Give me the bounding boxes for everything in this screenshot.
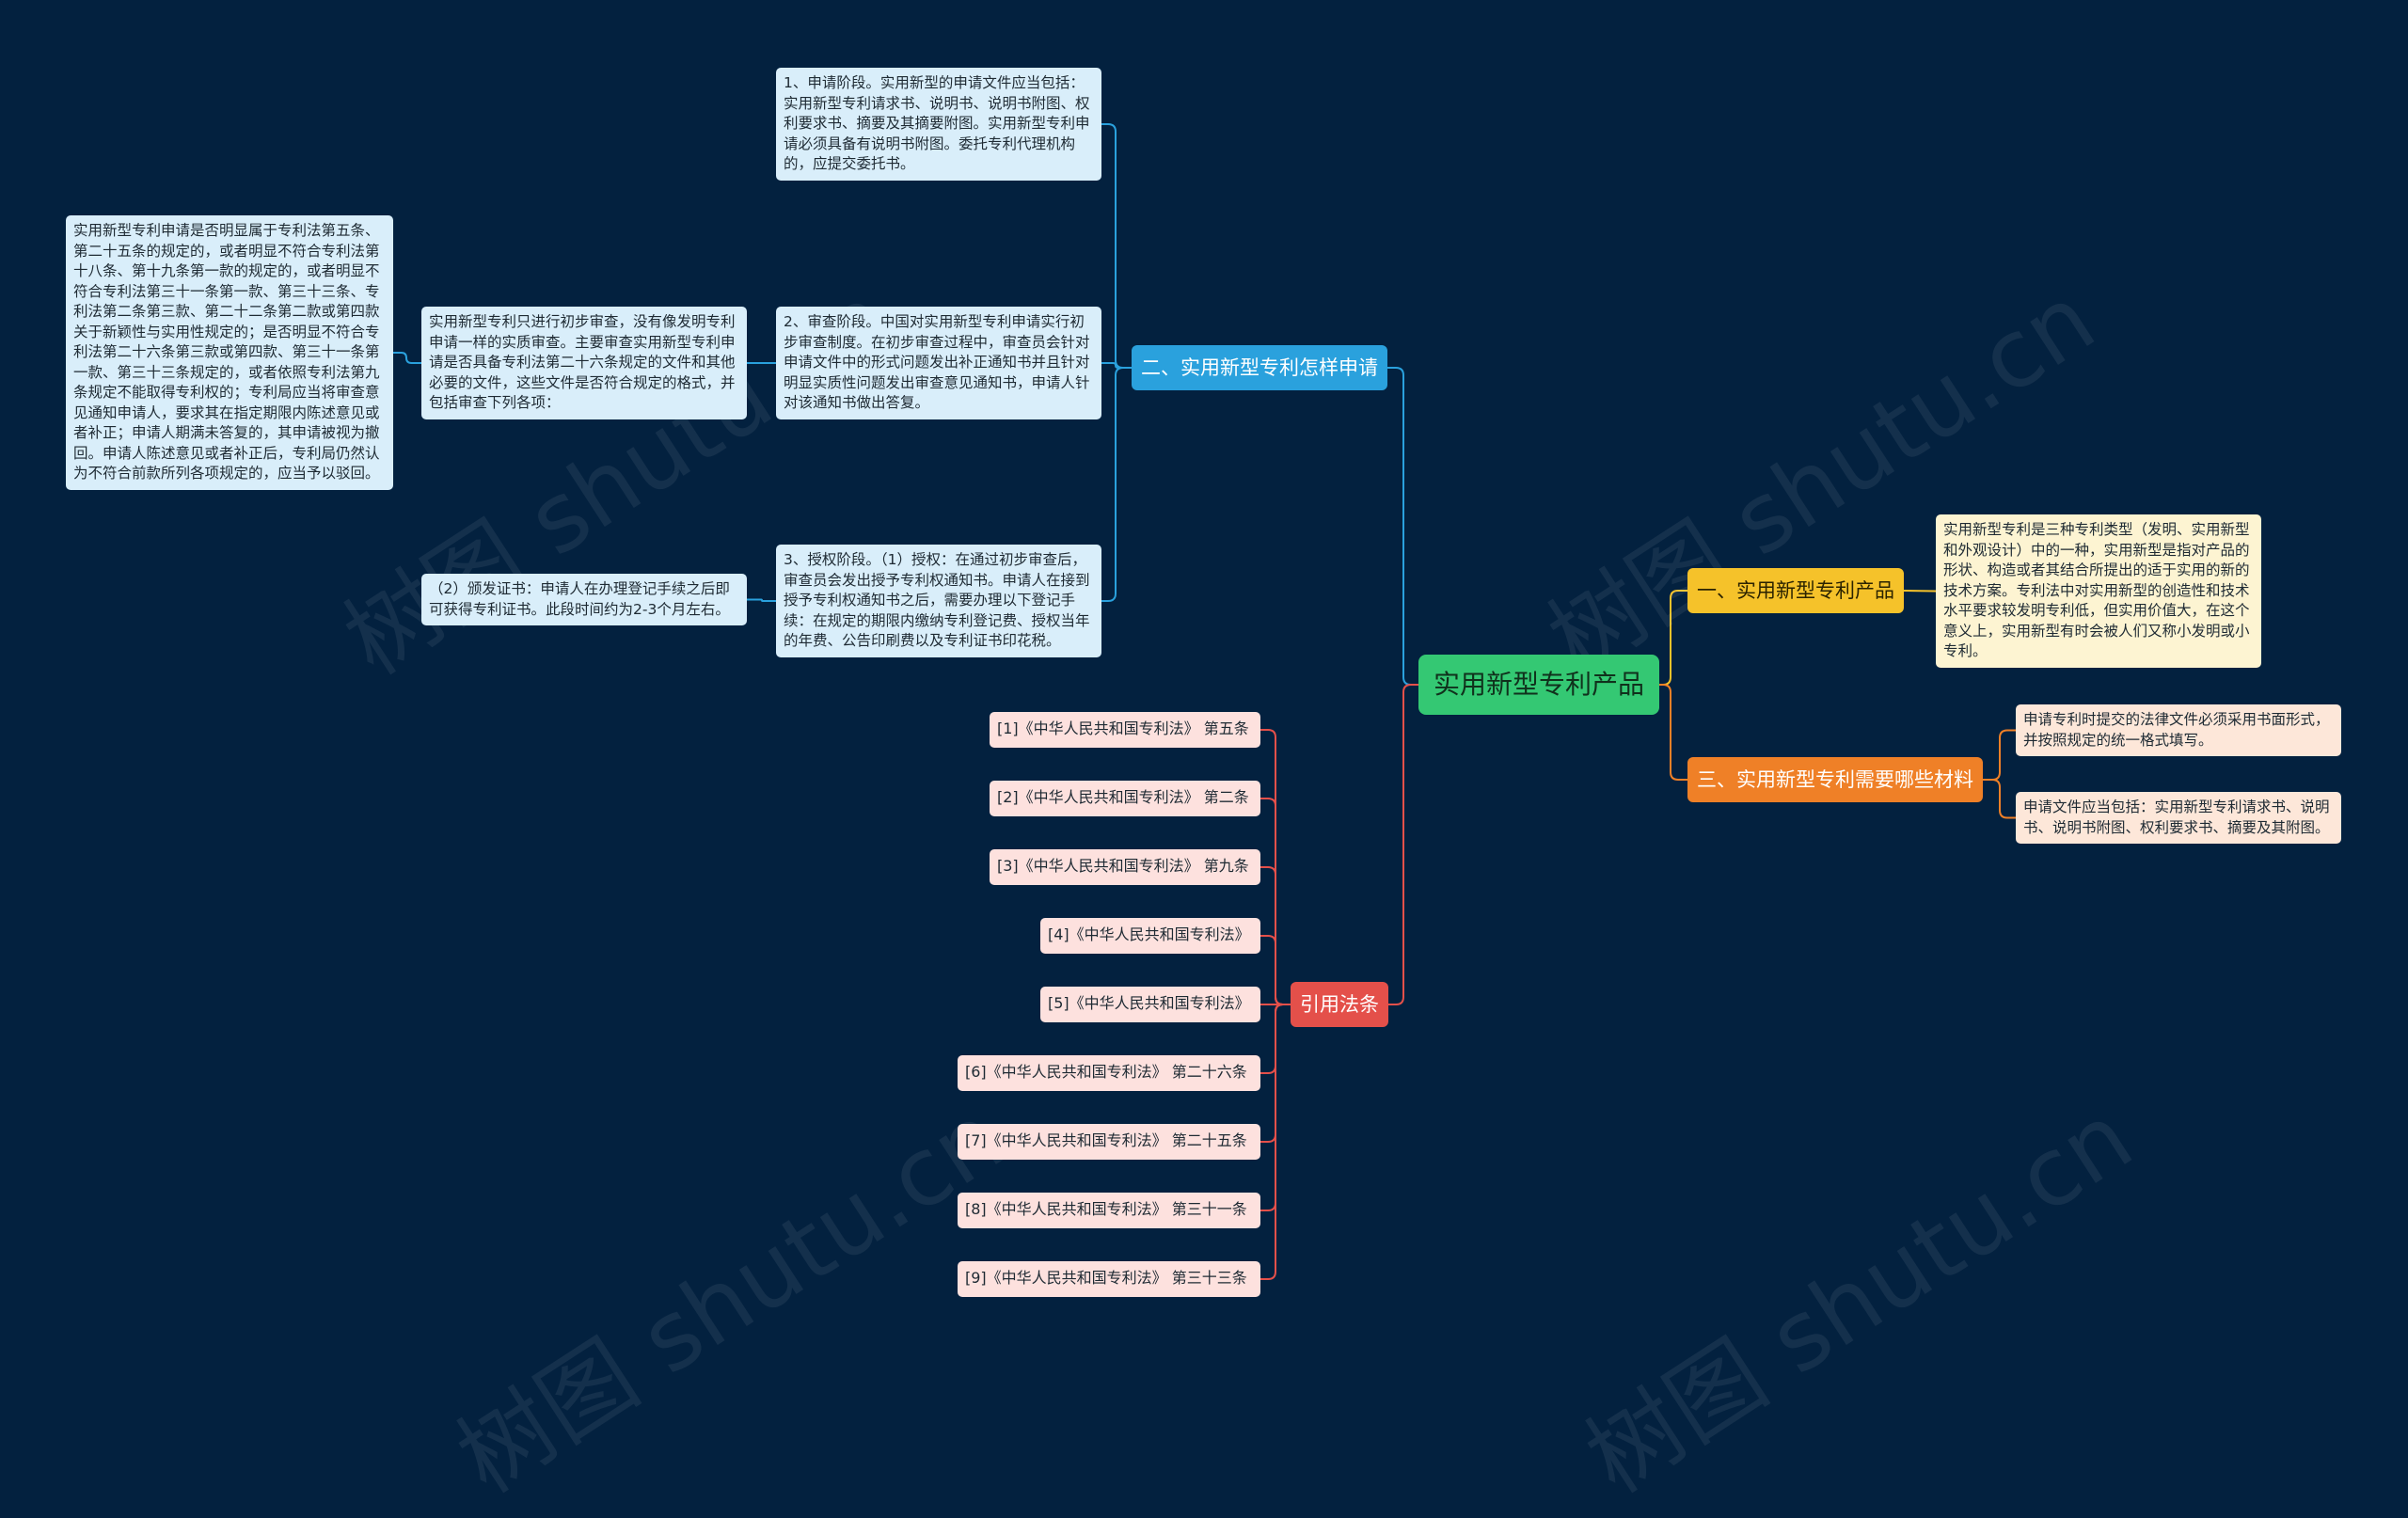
materials-note[interactable]: 申请文件应当包括：实用新型专利请求书、说明书、说明书附图、权利要求书、摘要及其附…: [2016, 792, 2341, 844]
product-note[interactable]: 实用新型专利是三种专利类型（发明、实用新型和外观设计）中的一种，实用新型是指对产…: [1936, 514, 2261, 668]
connector-line: [393, 352, 421, 364]
apply-stage-3-note[interactable]: 3、授权阶段。（1）授权：在通过初步审查后，审查员会发出授予专利权通知书。申请人…: [776, 545, 1101, 657]
reference-item[interactable]: [9]《中华人民共和国专利法》 第三十三条: [958, 1261, 1260, 1297]
apply-stage-1-note[interactable]: 1、申请阶段。实用新型的申请文件应当包括：实用新型专利请求书、说明书、说明书附图…: [776, 68, 1101, 181]
reference-item[interactable]: [7]《中华人民共和国专利法》 第二十五条: [958, 1124, 1260, 1160]
root-topic[interactable]: 实用新型专利产品: [1418, 655, 1660, 715]
connector-line: [1101, 362, 1132, 369]
connector-line: [1659, 684, 1687, 781]
reference-item[interactable]: [5]《中华人民共和国专利法》: [1040, 987, 1260, 1022]
connector-line: [1101, 367, 1132, 602]
connector-lines: [393, 123, 2016, 1280]
reference-item[interactable]: [8]《中华人民共和国专利法》 第三十一条: [958, 1193, 1260, 1228]
connector-line: [1260, 1004, 1291, 1280]
connector-line: [1101, 123, 1132, 369]
branch-product[interactable]: 一、实用新型专利产品: [1687, 568, 1904, 613]
connector-line: [1388, 684, 1418, 1005]
connector-line: [1983, 779, 2016, 819]
connector-line: [1387, 367, 1418, 686]
reference-item[interactable]: [2]《中华人民共和国专利法》 第二条: [990, 781, 1260, 816]
apply-stage-3-detail-note[interactable]: （2）颁发证书：申请人在办理登记手续之后即可获得专利证书。此段时间约为2-3个月…: [421, 574, 747, 625]
reference-item[interactable]: [1]《中华人民共和国专利法》 第五条: [990, 712, 1260, 748]
apply-stage-2-items-note[interactable]: 实用新型专利申请是否明显属于专利法第五条、第二十五条的规定的，或者明显不符合专利…: [66, 215, 393, 490]
apply-stage-2-detail-note[interactable]: 实用新型专利只进行初步审查，没有像发明专利申请一样的实质审查。主要审查实用新型专…: [421, 307, 747, 419]
branch-how-to-apply[interactable]: 二、实用新型专利怎样申请: [1132, 345, 1387, 390]
mind-map-canvas: 树图 shutu.cn 树图 shutu.cn 树图 shutu.cn 树图 s…: [66, 68, 2341, 1514]
branch-materials[interactable]: 三、实用新型专利需要哪些材料: [1687, 757, 1983, 802]
reference-item[interactable]: [4]《中华人民共和国专利法》: [1040, 918, 1260, 954]
reference-item[interactable]: [3]《中华人民共和国专利法》 第九条: [990, 849, 1260, 885]
materials-note[interactable]: 申请专利时提交的法律文件必须采用书面形式，并按照规定的统一格式填写。: [2016, 704, 2341, 756]
connector-line: [1659, 590, 1687, 686]
reference-item[interactable]: [6]《中华人民共和国专利法》 第二十六条: [958, 1055, 1260, 1091]
apply-stage-2-note[interactable]: 2、审查阶段。中国对实用新型专利申请实行初步审查制度。在初步审查过程中，审查员会…: [776, 307, 1101, 419]
connector-line: [1903, 590, 1937, 593]
connector-line: [1260, 935, 1291, 1005]
connector-line: [747, 598, 776, 602]
branch-references[interactable]: 引用法条: [1291, 982, 1388, 1027]
connector-line: [1983, 729, 2016, 781]
